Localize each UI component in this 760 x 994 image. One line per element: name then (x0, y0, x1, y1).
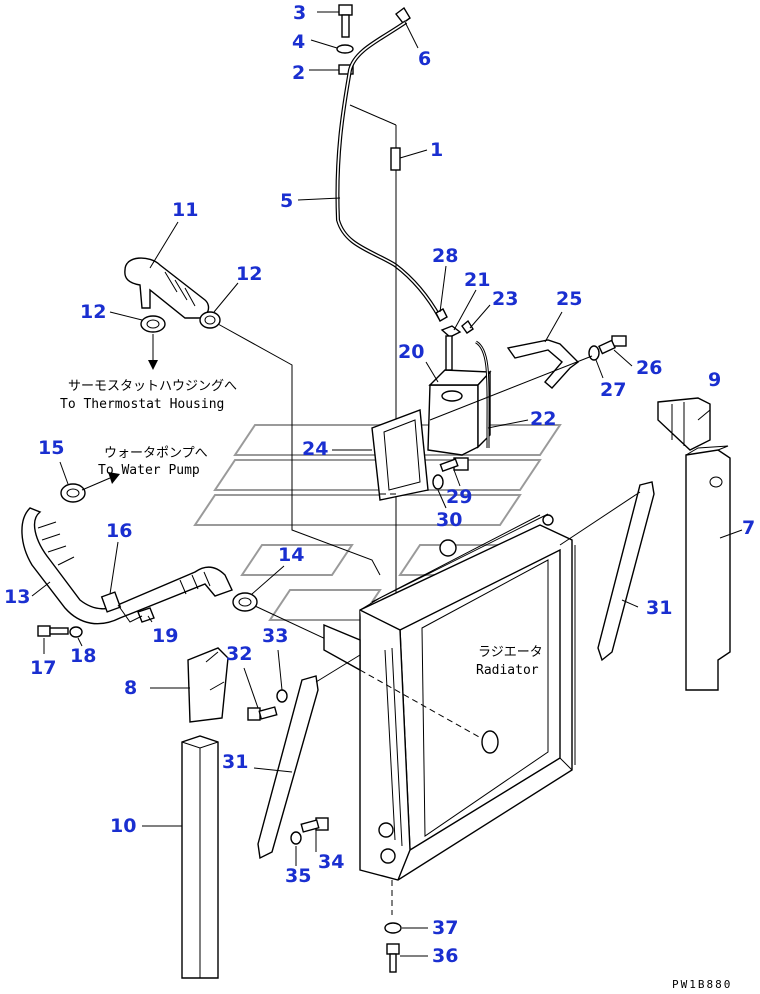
stay-31-left (257, 675, 319, 860)
pipe-11 (124, 257, 210, 319)
callout-6: 6 (418, 48, 431, 70)
callout-33: 33 (262, 625, 288, 647)
clamp-1 (390, 147, 401, 171)
callout-35: 35 (285, 865, 311, 887)
washer-18 (69, 626, 83, 638)
note-radiator-jp: ラジエータ (478, 645, 543, 660)
callout-1: 1 (430, 139, 443, 161)
callout-2: 2 (292, 62, 305, 84)
cap-21 (440, 325, 462, 371)
bolt-34 (300, 817, 329, 833)
callout-14: 14 (278, 544, 304, 566)
callout-9: 9 (708, 369, 721, 391)
radiator-assembly (323, 513, 576, 881)
guide-7 (685, 445, 731, 691)
arrow-water-pump (108, 472, 120, 484)
clamp-16 (100, 591, 122, 613)
bolt-29 (439, 457, 469, 473)
reservoir-tank-20 (427, 369, 492, 456)
callout-12-right: 12 (236, 263, 262, 285)
bolt-17 (37, 625, 69, 637)
bolt-36 (386, 943, 400, 973)
callout-13: 13 (4, 586, 30, 608)
drain-pipe (481, 730, 499, 754)
clamp-14 (232, 592, 258, 612)
callout-31-right: 31 (646, 597, 672, 619)
callout-18: 18 (70, 645, 96, 667)
callout-23: 23 (492, 288, 518, 310)
clip-23 (461, 319, 474, 334)
callout-36: 36 (432, 945, 458, 967)
plate-9 (657, 397, 711, 451)
callout-31-left: 31 (222, 751, 248, 773)
washer-4 (336, 44, 354, 54)
bolt-32 (247, 706, 278, 721)
seal-10 (181, 735, 219, 979)
callout-21: 21 (464, 269, 490, 291)
drawing-code: PW1B880 (672, 978, 732, 991)
callout-30: 30 (436, 509, 462, 531)
callout-15: 15 (38, 437, 64, 459)
arrow-thermostat (148, 360, 158, 370)
callout-29: 29 (446, 486, 472, 508)
washer-33 (276, 689, 288, 703)
bolt-26 (598, 335, 627, 355)
callout-11: 11 (172, 199, 198, 221)
leader-lines (31, 11, 743, 957)
note-radiator-en: Radiator (476, 663, 539, 678)
callout-17: 17 (30, 657, 56, 679)
callout-8: 8 (124, 677, 137, 699)
washer-30 (432, 474, 444, 490)
callout-22: 22 (530, 408, 556, 430)
clamp-12-left (140, 315, 166, 333)
washer-27 (588, 345, 600, 361)
note-pump-jp: ウォータポンプへ (104, 446, 208, 461)
callout-16: 16 (106, 520, 132, 542)
washer-35 (290, 831, 302, 845)
clamp-12-right (199, 311, 221, 329)
callout-27: 27 (600, 379, 626, 401)
bracket-24 (371, 409, 429, 501)
bracket-25 (506, 339, 580, 389)
clip-6 (395, 6, 411, 24)
callout-3: 3 (293, 2, 306, 24)
callout-7: 7 (742, 517, 755, 539)
callout-37: 37 (432, 917, 458, 939)
callout-34: 34 (318, 851, 344, 873)
note-pump-en: To Water Pump (98, 463, 200, 478)
bolt-3 (338, 4, 353, 38)
callout-numbers: 3 4 2 6 1 5 11 12 12 28 21 23 25 20 26 2… (4, 2, 755, 967)
note-thermostat-en: To Thermostat Housing (60, 397, 224, 412)
hose-13 (21, 507, 233, 625)
callout-26: 26 (636, 357, 662, 379)
callout-28: 28 (432, 245, 458, 267)
rubber-8 (187, 647, 229, 723)
stay-31-right (597, 481, 655, 662)
callout-32: 32 (226, 643, 252, 665)
callout-25: 25 (556, 288, 582, 310)
callout-12-left: 12 (80, 301, 106, 323)
callout-24: 24 (302, 438, 328, 460)
clamp-15 (60, 483, 86, 503)
callout-19: 19 (152, 625, 178, 647)
note-thermostat-jp: サーモスタットハウジングへ (68, 379, 237, 394)
callout-5: 5 (280, 190, 293, 212)
callout-20: 20 (398, 341, 424, 363)
callout-10: 10 (110, 815, 136, 837)
washer-37 (384, 922, 402, 934)
callout-4: 4 (292, 31, 305, 53)
